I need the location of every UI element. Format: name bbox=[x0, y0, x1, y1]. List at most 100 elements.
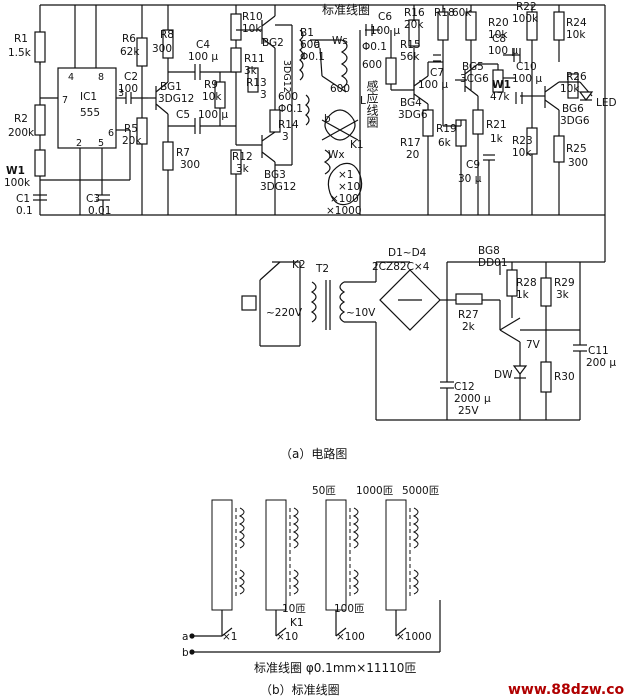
value-bg2: 3DG12 bbox=[281, 60, 292, 93]
title-standard-coil: 标准线圈 bbox=[322, 3, 370, 17]
label-r11: R11 bbox=[244, 53, 265, 65]
value-r12: 3k bbox=[236, 163, 250, 175]
value-r16: 20k bbox=[404, 19, 424, 31]
label-c8: C8 bbox=[492, 33, 506, 45]
label-ac220: ~220V bbox=[266, 307, 303, 319]
value-r2: 200k bbox=[8, 127, 35, 139]
label-r7: R7 bbox=[176, 147, 190, 159]
resistor-r2 bbox=[34, 104, 46, 136]
label-bg2: BG2 bbox=[262, 37, 284, 49]
label-led: LED bbox=[596, 97, 617, 109]
coil-turns-label: 600 bbox=[330, 83, 350, 95]
label-ac10: ~10V bbox=[346, 307, 376, 319]
watermark: www.88dzw.com bbox=[508, 682, 625, 698]
sense-coil-turns: 600 bbox=[362, 59, 382, 71]
value-r10: 10k bbox=[242, 23, 262, 35]
value-c11: 200 μ bbox=[586, 357, 616, 369]
value-r20: 10k bbox=[488, 29, 508, 41]
label-k2: K2 bbox=[292, 259, 306, 271]
label-r16: R16 bbox=[404, 7, 425, 19]
amplifier-stages bbox=[385, 5, 594, 215]
label-ic1: IC1 bbox=[80, 91, 97, 103]
value-c12-voltage: 25V bbox=[458, 405, 479, 417]
value-c6: 100 μ bbox=[370, 25, 400, 37]
coil-range-x1000: ×1000 bbox=[396, 631, 432, 643]
coil-100-turns: 100匝 bbox=[334, 603, 365, 615]
label-bg1: BG1 bbox=[160, 81, 182, 93]
label-b1: B1 bbox=[300, 27, 314, 39]
label-c4: C4 bbox=[196, 39, 210, 51]
value-r9: 10k bbox=[202, 91, 222, 103]
label-w1: W1 bbox=[6, 165, 25, 177]
value-c12: 2000 μ bbox=[454, 393, 491, 405]
coil-k1-label: K1 bbox=[290, 617, 304, 629]
value-ic1: 555 bbox=[80, 107, 100, 119]
label-bg8: BG8 bbox=[478, 245, 500, 257]
range-x100: ×100 bbox=[330, 193, 359, 205]
label-bg5: BG5 bbox=[462, 61, 484, 73]
sense-coil-label: 感应线圈 bbox=[365, 79, 379, 129]
value-c3: 0.01 bbox=[88, 205, 111, 217]
label-r17: R17 bbox=[400, 137, 421, 149]
coil-range-x100: ×100 bbox=[336, 631, 365, 643]
label-c1: C1 bbox=[16, 193, 30, 205]
value-r8: 300 bbox=[152, 43, 172, 55]
value-r14: 3 bbox=[282, 131, 289, 143]
value-c5: 100 μ bbox=[198, 109, 228, 121]
value-bg8: DD01 bbox=[478, 257, 508, 269]
label-r5: R5 bbox=[124, 123, 138, 135]
value-b1: 600 bbox=[300, 39, 320, 51]
pin-7: 7 bbox=[62, 95, 68, 106]
pin-2: 2 bbox=[76, 138, 82, 149]
plug-icon bbox=[241, 295, 257, 311]
resistor-r1 bbox=[34, 31, 46, 63]
label-r14: R14 bbox=[278, 119, 299, 131]
coil-1000-turns: 1000匝 bbox=[356, 485, 394, 497]
value-r27: 2k bbox=[462, 321, 476, 333]
value-w1: 100k bbox=[4, 177, 31, 189]
coil-range-x1: ×1 bbox=[222, 631, 237, 643]
sense-coil-dia: Φ0.1 bbox=[362, 41, 387, 53]
label-c6: C6 bbox=[378, 11, 392, 23]
caption-a: （a）电路图 bbox=[280, 446, 347, 461]
stage-bg2-bg3 bbox=[230, 5, 310, 215]
label-t2: T2 bbox=[315, 263, 329, 275]
label-r22: R22 bbox=[516, 1, 537, 13]
value-r17: 20 bbox=[406, 149, 419, 161]
value-bg3: 3DG12 bbox=[260, 181, 296, 193]
value-r7: 300 bbox=[180, 159, 200, 171]
label-bg6: BG6 bbox=[562, 103, 584, 115]
label-r20: R20 bbox=[488, 17, 509, 29]
value-r19: 6k bbox=[438, 137, 452, 149]
pin-8: 8 bbox=[98, 72, 104, 83]
label-r19: R19 bbox=[436, 123, 457, 135]
label-r12: R12 bbox=[232, 151, 253, 163]
label-dw: DW bbox=[494, 369, 513, 381]
label-ws: Ws bbox=[332, 35, 348, 47]
pin-4: 4 bbox=[68, 72, 74, 83]
value-bg5: 3CG6 bbox=[460, 73, 489, 85]
value-r21: 1k bbox=[490, 133, 504, 145]
value-c2: 100 bbox=[118, 83, 138, 95]
label-r10: R10 bbox=[242, 11, 263, 23]
value-r15: 56k bbox=[400, 51, 420, 63]
label-r27: R27 bbox=[458, 309, 479, 321]
label-r21: R21 bbox=[486, 119, 507, 131]
stage-bg1 bbox=[136, 5, 236, 215]
label-c10: C10 bbox=[516, 61, 537, 73]
b1-wire-dia: Φ0.1 bbox=[300, 51, 325, 63]
caption-b: （b）标准线圈 bbox=[260, 683, 340, 697]
range-x1000: ×1000 bbox=[326, 205, 362, 217]
label-r29: R29 bbox=[554, 277, 575, 289]
label-r13: R13 bbox=[246, 77, 267, 89]
b1-secondary: 600 bbox=[278, 91, 298, 103]
value-r6: 62k bbox=[120, 46, 140, 58]
label-w1b: W1 bbox=[492, 79, 511, 91]
timer-555-block bbox=[33, 5, 148, 215]
label-k1: K1 bbox=[350, 139, 364, 151]
value-r23: 10k bbox=[512, 147, 532, 159]
label-wx: Wx bbox=[328, 149, 345, 161]
pin-5: 5 bbox=[98, 138, 104, 149]
value-bg1: 3DG12 bbox=[158, 93, 194, 105]
